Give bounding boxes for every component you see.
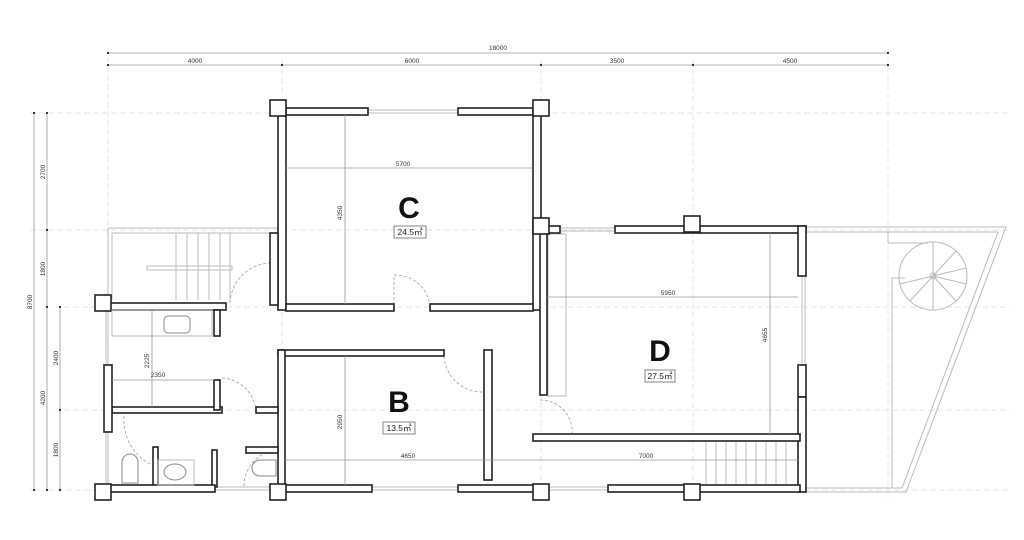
dim-depth-2: 1800 (40, 261, 47, 276)
room-d-area: 27.5㎡ (647, 371, 673, 381)
toilet (251, 459, 277, 477)
column (269, 99, 287, 117)
dim-width-3: 3500 (610, 58, 625, 65)
door-swings (123, 262, 573, 487)
svg-text:B: B (388, 386, 410, 419)
svg-text:D: D (649, 335, 671, 368)
dim-depth-1: 2700 (40, 164, 47, 179)
dim-room-d-width: 5950 (661, 290, 676, 297)
dim-total-depth: 8700 (27, 294, 34, 309)
sliding-panel (547, 233, 567, 397)
svg-text:C: C (398, 192, 420, 225)
dim-room-d-depth: 4655 (762, 327, 769, 342)
column (269, 483, 287, 501)
dim-width-2: 6000 (405, 58, 420, 65)
walls (94, 99, 807, 501)
toilet (121, 453, 139, 484)
column (532, 483, 550, 501)
dim-room-b-width: 4650 (401, 453, 416, 460)
column (683, 215, 701, 233)
column (683, 483, 701, 501)
washbasin (163, 463, 187, 481)
column (94, 294, 112, 312)
dim-corridor-length: 7000 (639, 453, 654, 460)
dim-room-c-width: 5700 (396, 161, 411, 168)
dim-room-b-depth: 2950 (337, 414, 344, 429)
spiral-stair (898, 241, 968, 311)
bathtub (163, 315, 191, 334)
room-b-label: B 13.5㎡ (382, 386, 416, 435)
top-dimension-chain: 18000 4000 6000 3500 4500 (107, 45, 889, 66)
room-dimensions: 5700 4350 5950 4655 2950 4650 7000 2225 … (112, 115, 798, 485)
windows (105, 109, 806, 491)
dim-width-4: 4500 (783, 58, 798, 65)
dim-total-width: 18000 (489, 45, 507, 52)
column (532, 217, 550, 235)
terrace (806, 226, 1007, 493)
grid-lines (30, 48, 1010, 500)
column (532, 99, 550, 117)
dim-depth-3: 4200 (40, 390, 47, 405)
dim-depth-5: 1800 (53, 442, 60, 457)
dim-width-1: 4000 (188, 58, 203, 65)
room-c-label: C 24.5㎡ (393, 192, 427, 239)
room-c-area: 24.5㎡ (397, 227, 423, 237)
dim-room-c-depth: 4350 (337, 205, 344, 220)
staircase-left (107, 227, 278, 490)
column (94, 483, 112, 501)
left-dimension-chain: 8700 2700 1800 4200 2400 1800 (27, 112, 61, 491)
dim-wc-width: 2350 (151, 372, 166, 379)
dim-depth-4: 2400 (53, 350, 60, 365)
room-d-label: D 27.5㎡ (644, 335, 676, 383)
dim-wc-depth: 2225 (144, 353, 151, 368)
room-b-area: 13.5㎡ (386, 423, 412, 433)
staircase-bottom (705, 442, 787, 485)
fixtures (111, 309, 277, 486)
